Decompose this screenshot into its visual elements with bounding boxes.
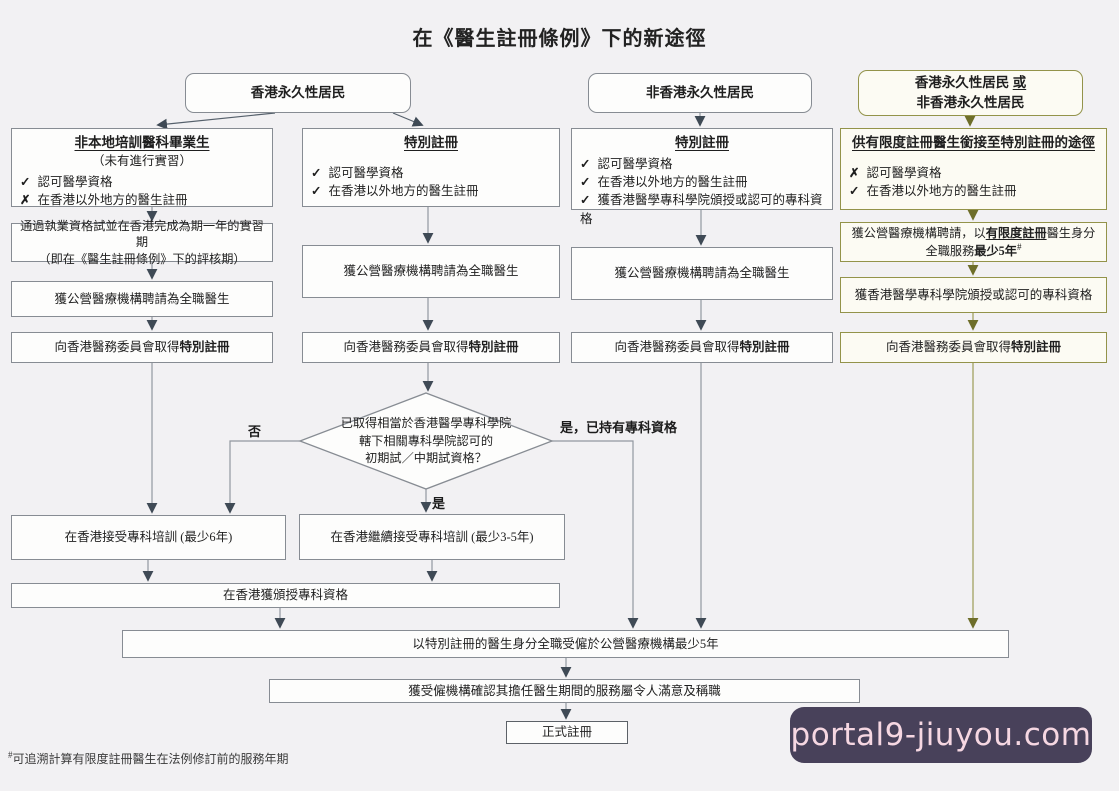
branch-label-yes-specialist: 是，已持有專科資格: [560, 420, 678, 435]
col1-entry-items: ✓認可醫學資格 ✗在香港以外地方的醫生註冊: [20, 173, 264, 209]
cross-icon: ✗: [849, 166, 860, 181]
col2-entry-box: 特別註冊 ✓認可醫學資格 ✓在香港以外地方的醫生註冊: [302, 128, 560, 207]
header-either-resident: 香港永久性居民 或 非香港永久性居民: [858, 70, 1083, 116]
col1-special-registration-box: 向香港醫務委員會取得特別註冊: [11, 332, 273, 363]
criteria-item: ✓在香港以外地方的醫生註冊: [311, 184, 479, 199]
step-label: 獲香港醫學專科學院頒授或認可的專科資格: [854, 287, 1093, 302]
header-label: 香港永久性居民 或 非香港永久性居民: [915, 73, 1026, 112]
col1-specialist-training-box: 在香港接受專科培訓 (最少6年): [11, 515, 286, 560]
check-icon: ✓: [580, 193, 591, 208]
step-label: 在香港獲頒授專科資格: [222, 588, 348, 603]
criteria-item: ✗在香港以外地方的醫生註冊: [20, 193, 188, 208]
full-registration-box: 正式註冊: [506, 721, 628, 744]
col1-entry-title: 非本地培訓醫科畢業生: [74, 135, 210, 150]
check-icon: ✓: [311, 166, 322, 181]
header-or: 或: [1012, 75, 1027, 91]
col3-hired-box: 獲公營醫療機構聘請為全職醫生: [571, 247, 833, 300]
step-label: 獲公營醫療機構聘請為全職醫生: [343, 264, 519, 279]
col4-special-registration-box: 向香港醫務委員會取得特別註冊: [840, 332, 1107, 363]
criteria-item: ✓認可醫學資格: [580, 157, 673, 172]
col2-special-registration-box: 向香港醫務委員會取得特別註冊: [302, 332, 560, 363]
footnote-marker: #: [1016, 241, 1022, 252]
col1-hired-box: 獲公營醫療機構聘請為全職醫生: [11, 281, 273, 317]
criteria-item: ✓認可醫學資格: [311, 166, 404, 181]
col2-hired-box: 獲公營醫療機構聘請為全職醫生: [302, 245, 560, 298]
step-label: 在香港繼續接受專科培訓 (最少3-5年): [330, 529, 534, 544]
col2-continue-training-box: 在香港繼續接受專科培訓 (最少3-5年): [299, 514, 565, 560]
step-label: 通過執業資格試並在香港完成為期一年的實習期 （即在《醫生註冊條例》下的評核期）: [20, 218, 264, 266]
step-label: 獲公營醫療機構聘請，以有限度註冊醫生身分 全職服務最少5年#: [851, 225, 1096, 259]
step-label: 向香港醫務委員會取得特別註冊: [54, 340, 230, 355]
col1-entry-box: 非本地培訓醫科畢業生 （未有進行實習） ✓認可醫學資格 ✗在香港以外地方的醫生註…: [11, 128, 273, 207]
check-icon: ✓: [311, 184, 322, 199]
header-hk-permanent-resident: 香港永久性居民: [185, 73, 411, 113]
header-label: 香港永久性居民: [250, 85, 346, 101]
col3-entry-box: 特別註冊 ✓認可醫學資格 ✓在香港以外地方的醫生註冊 ✓獲香港醫學專科學院頒授或…: [571, 128, 833, 226]
step-label: 在香港接受專科培訓 (最少6年): [64, 530, 233, 545]
watermark-badge: portal9-jiuyou.com: [790, 707, 1092, 763]
col2-entry-items: ✓認可醫學資格 ✓在香港以外地方的醫生註冊: [311, 164, 551, 200]
col3-entry-items: ✓認可醫學資格 ✓在香港以外地方的醫生註冊 ✓獲香港醫學專科學院頒授或認可的專科…: [580, 155, 824, 228]
check-icon: ✓: [20, 175, 31, 190]
fellowship-awarded-box: 在香港獲頒授專科資格: [11, 583, 560, 608]
criteria-item: ✗認可醫學資格: [849, 166, 942, 181]
header-non-permanent-resident: 非香港永久性居民: [588, 73, 812, 113]
col4-limited-registration-service-box: 獲公營醫療機構聘請，以有限度註冊醫生身分 全職服務最少5年#: [840, 222, 1107, 262]
step-label: 以特別註冊的醫生身分全職受僱於公營醫療機構最少5年: [412, 636, 719, 651]
header-label: 非香港永久性居民: [646, 85, 754, 101]
step-label: 向香港醫務委員會取得特別註冊: [885, 340, 1062, 355]
step-label: 獲公營醫療機構聘請為全職醫生: [614, 266, 790, 281]
col4-entry-items: ✗認可醫學資格 ✓在香港以外地方的醫生註冊: [849, 164, 1098, 200]
col4-entry-title: 供有限度註冊醫生銜接至特別註冊的途徑: [852, 135, 1095, 150]
employed-five-years-box: 以特別註冊的醫生身分全職受僱於公營醫療機構最少5年: [122, 630, 1009, 658]
criteria-item: ✓獲香港醫學專科學院頒授或認可的專科資格: [580, 193, 823, 226]
col4-entry-box: 供有限度註冊醫生銜接至特別註冊的途徑 ✗認可醫學資格 ✓在香港以外地方的醫生註冊: [840, 128, 1107, 210]
criteria-item: ✓認可醫學資格: [20, 175, 113, 190]
criteria-item: ✓在香港以外地方的醫生註冊: [849, 184, 1017, 199]
check-icon: ✓: [580, 157, 591, 172]
branch-label-no: 否: [248, 424, 262, 439]
col3-special-registration-box: 向香港醫務委員會取得特別註冊: [571, 332, 833, 363]
cross-icon: ✗: [20, 193, 31, 208]
page-title: 在《醫生註冊條例》下的新途徑: [412, 28, 707, 50]
step-label: 向香港醫務委員會取得特別註冊: [343, 340, 519, 355]
decision-question: 已取得相當於香港醫學專科學院 轄下相關專科學院認可的 初期試／中期試資格？: [340, 416, 512, 466]
step-label: 獲受僱機構確認其擔任醫生期間的服務屬令人滿意及稱職: [408, 683, 721, 698]
header-line2: 非香港永久性居民: [916, 95, 1025, 110]
watermark-text: portal9-jiuyou.com: [790, 717, 1092, 753]
col1-exam-internship-box: 通過執業資格試並在香港完成為期一年的實習期 （即在《醫生註冊條例》下的評核期）: [11, 219, 273, 266]
step-label: 向香港醫務委員會取得特別註冊: [614, 340, 790, 355]
col3-entry-title: 特別註冊: [675, 135, 729, 150]
criteria-item: ✓在香港以外地方的醫生註冊: [580, 175, 748, 190]
check-icon: ✓: [580, 175, 591, 190]
step-label: 正式註冊: [541, 725, 592, 740]
footnote: #可追溯計算有限度註冊醫生在法例修訂前的服務年期: [8, 750, 289, 766]
col4-fellowship-box: 獲香港醫學專科學院頒授或認可的專科資格: [840, 277, 1107, 313]
branch-label-yes: 是: [432, 496, 446, 511]
employer-confirmation-box: 獲受僱機構確認其擔任醫生期間的服務屬令人滿意及稱職: [269, 679, 860, 703]
col2-entry-title: 特別註冊: [404, 135, 458, 150]
decision-diamond: [298, 392, 554, 490]
check-icon: ✓: [849, 184, 860, 199]
footnote-marker: #: [8, 750, 13, 760]
header-line1: 香港永久性居民: [914, 75, 1013, 91]
step-label: 獲公營醫療機構聘請為全職醫生: [54, 291, 230, 306]
col1-entry-subtitle: （未有進行實習）: [91, 154, 192, 169]
